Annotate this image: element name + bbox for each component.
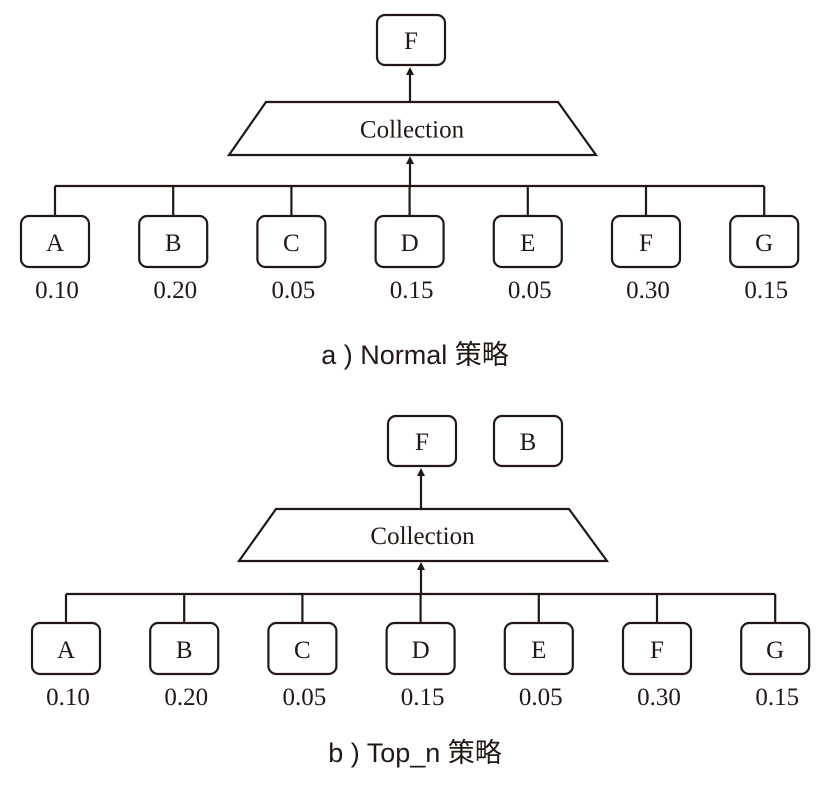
collection-trapezoid xyxy=(236,507,610,563)
input-box xyxy=(621,621,693,676)
input-label: D xyxy=(412,637,430,664)
input-weight: 0.30 xyxy=(637,684,681,711)
input-box xyxy=(149,621,220,676)
output-label: B xyxy=(520,429,537,456)
input-box xyxy=(374,214,445,269)
input-box xyxy=(610,214,682,269)
input-weight: 0.15 xyxy=(755,684,799,711)
collection-label: Collection xyxy=(360,117,465,144)
input-weight: 0.20 xyxy=(153,277,197,304)
input-label: B xyxy=(176,637,193,664)
diagram-caption: b ) Top_n 策略 xyxy=(328,738,502,768)
input-label: A xyxy=(57,637,75,664)
input-weight: 0.30 xyxy=(626,277,670,304)
input-weight: 0.15 xyxy=(401,684,445,711)
input-label: G xyxy=(755,230,773,257)
input-box xyxy=(492,214,563,269)
input-label: E xyxy=(531,637,546,664)
input-box xyxy=(729,214,800,269)
input-box xyxy=(256,214,327,269)
output-box xyxy=(375,13,447,67)
input-label: D xyxy=(401,230,419,257)
input-box xyxy=(30,621,102,676)
input-label: G xyxy=(766,637,784,664)
input-label: F xyxy=(650,637,664,664)
input-weight: 0.20 xyxy=(164,684,208,711)
input-box xyxy=(138,214,209,269)
input-label: C xyxy=(283,230,300,257)
input-label: E xyxy=(520,230,535,257)
input-weight: 0.10 xyxy=(35,277,79,304)
input-label: B xyxy=(165,230,182,257)
collection-trapezoid xyxy=(226,100,599,157)
diagram-caption: a ) Normal 策略 xyxy=(321,340,509,370)
arrowhead-icon xyxy=(406,156,414,164)
input-label: A xyxy=(46,230,64,257)
output-label: F xyxy=(404,28,418,55)
output-box xyxy=(492,414,564,468)
input-weight: 0.05 xyxy=(283,684,327,711)
output-label: F xyxy=(415,429,429,456)
input-label: F xyxy=(639,230,653,257)
output-box xyxy=(386,414,458,468)
input-weight: 0.10 xyxy=(46,684,90,711)
input-weight: 0.05 xyxy=(272,277,316,304)
input-box xyxy=(385,621,456,676)
input-box xyxy=(740,621,811,676)
input-weight: 0.05 xyxy=(519,684,563,711)
input-box xyxy=(267,621,338,676)
arrowhead-icon xyxy=(417,468,425,476)
input-weight: 0.15 xyxy=(390,277,434,304)
input-box xyxy=(19,214,91,269)
input-box xyxy=(503,621,574,676)
arrowhead-icon xyxy=(406,67,414,75)
arrowhead-icon xyxy=(417,562,425,570)
input-weight: 0.15 xyxy=(744,277,788,304)
input-label: C xyxy=(294,637,311,664)
input-weight: 0.05 xyxy=(508,277,552,304)
collection-label: Collection xyxy=(370,523,475,550)
